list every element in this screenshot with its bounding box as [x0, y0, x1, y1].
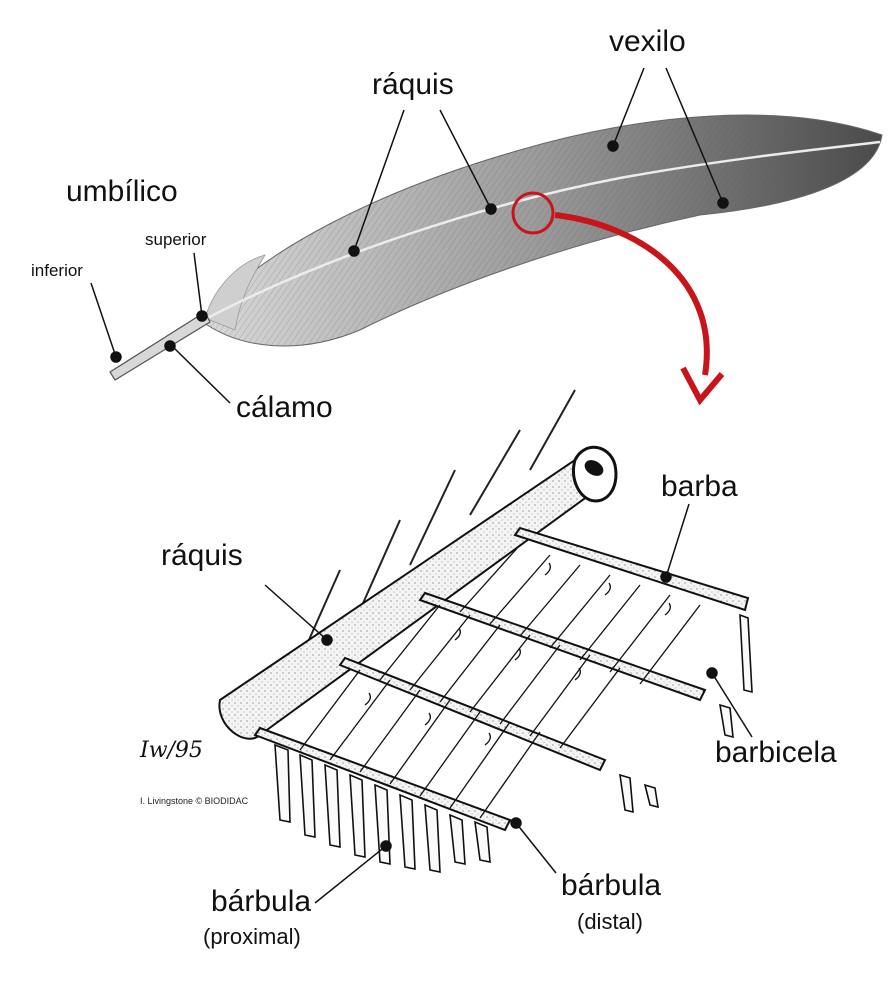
calamus — [110, 312, 210, 380]
label-raquis-bottom: ráquis — [161, 541, 243, 571]
label-barbula-distal: bárbula — [561, 871, 661, 901]
artist-signature: Iw/95 — [140, 740, 203, 762]
label-proximal: (proximal) — [203, 926, 301, 948]
label-calamo: cálamo — [236, 393, 333, 423]
feather — [110, 115, 882, 380]
label-inferior: inferior — [31, 262, 83, 279]
label-raquis-top: ráquis — [372, 70, 454, 100]
label-umbilico: umbílico — [66, 177, 178, 207]
label-barba: barba — [661, 472, 738, 502]
label-superior: superior — [145, 231, 206, 248]
credit-text: I. Livingstone © BIODIDAC — [140, 797, 248, 806]
label-distal: (distal) — [577, 911, 643, 933]
barb-structure — [219, 390, 752, 872]
label-barbula-proximal: bárbula — [211, 887, 311, 917]
label-vexilo: vexilo — [609, 27, 686, 57]
label-barbicela: barbicela — [715, 738, 837, 768]
